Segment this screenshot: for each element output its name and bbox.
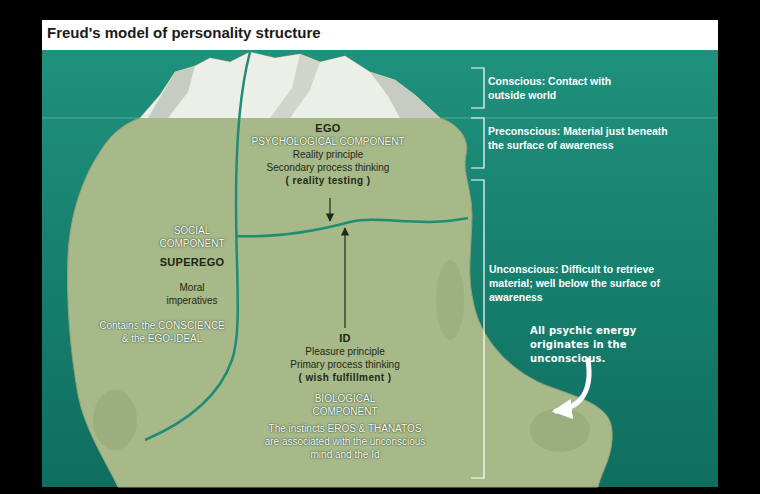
level-label: Unconscious: Difficult to retrieve mater… — [489, 262, 673, 304]
component-label: BIOLOGICAL COMPONENT — [308, 392, 383, 418]
principle-text: Pleasure principle — [305, 345, 385, 358]
instincts-note: The instincts EROS & THANATOS are associ… — [262, 422, 428, 461]
title-box: Freud's model of personality structure — [47, 24, 321, 41]
iceberg-shade — [436, 260, 464, 340]
principle-text: Reality principle — [293, 148, 364, 161]
snow-shadow — [270, 54, 320, 118]
contents-note: Contains the CONSCIENCE & the EGO-IDEAL — [96, 319, 228, 345]
component-label: SOCIAL COMPONENT — [155, 224, 230, 250]
id-arrow — [344, 228, 345, 328]
diagram-title: Freud's model of personality structure — [47, 24, 321, 41]
conscious-bracket — [471, 68, 484, 108]
snow-shadow — [148, 66, 195, 118]
function-text: ( wish fulfillment ) — [299, 371, 392, 384]
sea-ground — [42, 50, 718, 487]
label-box: Unconscious: Difficult to retrieve mater… — [489, 262, 673, 304]
iceberg-shade — [93, 390, 137, 450]
label-box: Preconscious: Material just beneath the … — [488, 124, 678, 152]
snow-shadow — [370, 72, 440, 118]
title-band — [42, 20, 718, 50]
label-box: Conscious: Contact with outside world — [488, 74, 628, 102]
label-box: All psychic energy originates in the unc… — [530, 324, 690, 366]
energy-arrow — [556, 360, 589, 411]
ego-arrow — [329, 198, 330, 221]
iceberg-shade — [530, 408, 590, 452]
ego-region: EGOPSYCHOLOGICAL COMPONENTReality princi… — [248, 122, 409, 187]
region-heading: EGO — [315, 122, 340, 135]
principle-text: Moral imperatives — [165, 281, 220, 307]
region-heading: ID — [339, 332, 351, 345]
component-label: PSYCHOLOGICAL COMPONENT — [252, 135, 405, 148]
superego-boundary — [145, 52, 250, 440]
preconscious-bracket — [471, 118, 484, 168]
ego-id-boundary — [236, 218, 468, 236]
superego-region: SOCIAL COMPONENT SUPEREGO Moral imperative… — [92, 224, 292, 345]
id-region: IDPleasure principlePrimary process thin… — [258, 332, 432, 461]
function-text: ( reality testing ) — [286, 174, 371, 187]
process-text: Secondary process thinking — [267, 161, 390, 174]
process-text: Primary process thinking — [290, 358, 399, 371]
iceberg-snow-cap — [140, 52, 440, 118]
level-label: Conscious: Contact with outside world — [488, 74, 628, 102]
callout-note: All psychic energy originates in the unc… — [530, 324, 690, 366]
region-heading: SUPEREGO — [160, 256, 225, 269]
unconscious-bracket — [471, 180, 484, 478]
level-label: Preconscious: Material just beneath the … — [488, 124, 678, 152]
